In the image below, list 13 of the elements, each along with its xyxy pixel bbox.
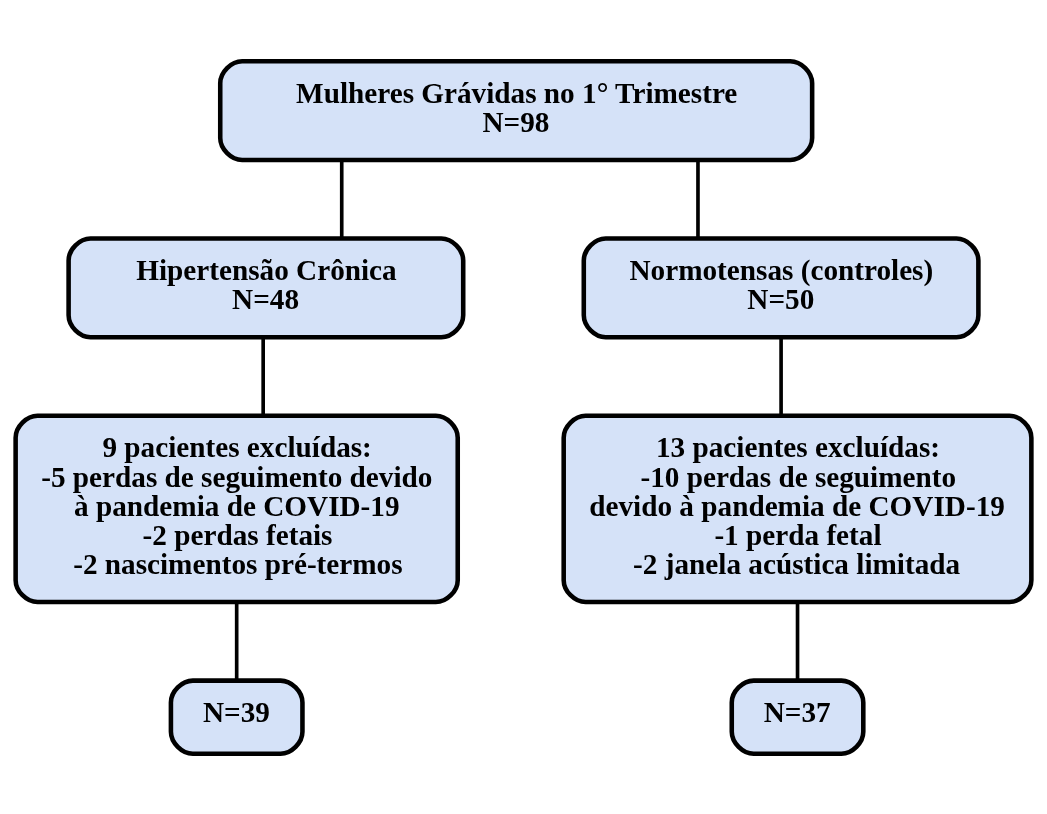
node-box: 13 pacientes excluídas: -10 perdas de seguimento devido à pandemia de COVID-19 -1 perda fetal -2 janela acústica limitada bbox=[561, 412, 1034, 604]
node-box: N=37 bbox=[729, 677, 866, 756]
node-box: Hipertensão Crônica N=48 bbox=[66, 235, 466, 339]
connector bbox=[339, 159, 344, 238]
connector bbox=[261, 336, 265, 415]
connector bbox=[779, 336, 783, 415]
connector bbox=[795, 602, 800, 680]
node-box: N=39 bbox=[168, 677, 305, 756]
connector bbox=[696, 159, 700, 238]
node-box: Mulheres Grávidas no 1° Trimestre N=98 bbox=[217, 58, 815, 162]
connector bbox=[234, 602, 239, 680]
node-box: Normotensas (controles) N=50 bbox=[581, 235, 981, 339]
node-box: 9 pacientes excluídas: -5 perdas de seguimento devido à pandemia de COVID-19 -2 perdas fetais -2 nascimentos pré-termos bbox=[13, 412, 460, 604]
